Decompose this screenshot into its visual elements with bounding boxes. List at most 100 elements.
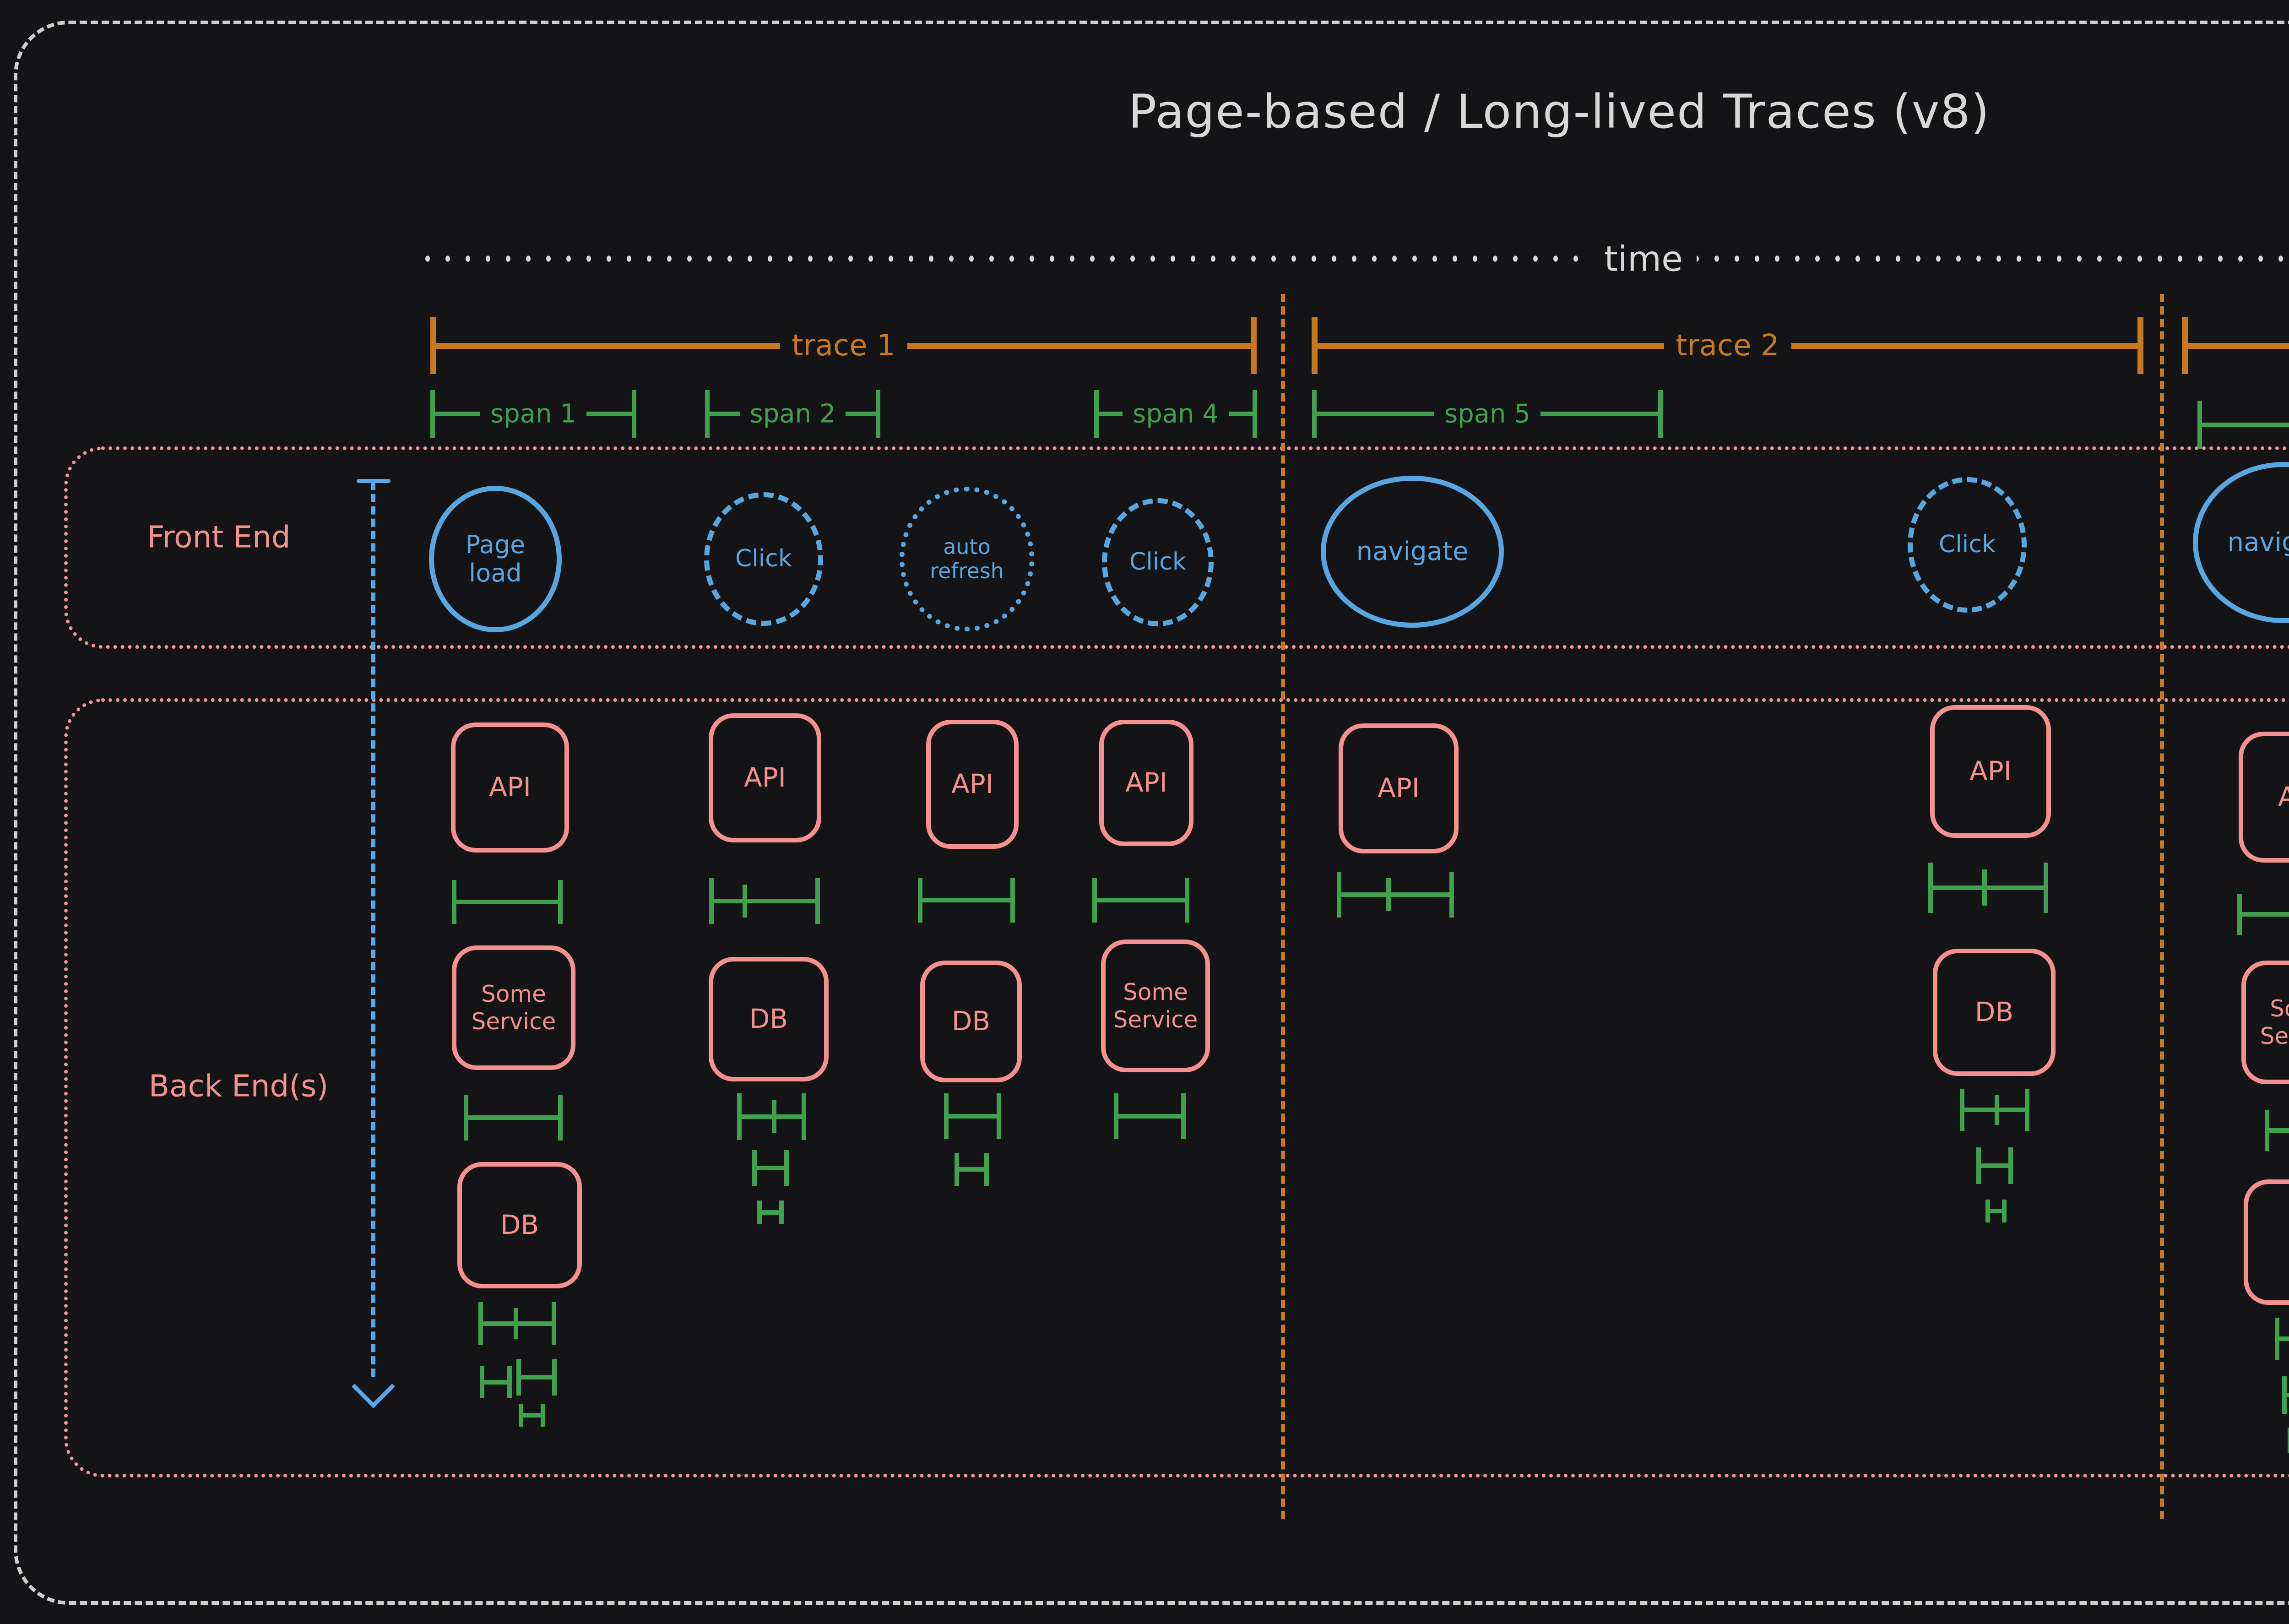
marker-start-tick [955, 1153, 959, 1186]
backend-span-marker [1114, 1093, 1186, 1139]
marker-mid-tick [743, 885, 747, 918]
backend-span-marker [452, 880, 563, 924]
marker-start-tick [464, 1095, 468, 1141]
marker-start-tick [519, 1404, 523, 1427]
backend-span-marker [1092, 878, 1189, 923]
backend-box-some-service: Some Service [452, 945, 575, 1070]
marker-start-tick [737, 1093, 742, 1140]
span-end-tick [876, 390, 880, 438]
backend-span-marker [709, 878, 820, 924]
backend-lane-label: Back End(s) [148, 1068, 329, 1104]
marker-line [1976, 1163, 2013, 1168]
marker-start-tick [1960, 1089, 1964, 1131]
marker-line [452, 900, 563, 904]
marker-start-tick [452, 880, 456, 924]
trace-start-tick [1312, 317, 1318, 374]
span-label: span 1 [480, 399, 586, 429]
frontend-lane-label: Front End [147, 519, 291, 555]
backend-box-some-service: Some Service [2241, 961, 2289, 1084]
span-start-tick [705, 390, 710, 438]
backend-span-marker [955, 1153, 989, 1186]
marker-start-tick [2237, 894, 2242, 935]
marker-end-tick [552, 1302, 556, 1345]
backend-span-marker [918, 878, 1015, 923]
backend-span-marker [2265, 1110, 2289, 1151]
frontend-lane-box [64, 446, 2289, 649]
marker-mid-tick [1982, 869, 1987, 906]
marker-start-tick [2275, 1318, 2279, 1360]
trace-divider-dashed-line [2160, 294, 2164, 1519]
backend-box-api: API [1930, 705, 2051, 838]
marker-line [2237, 912, 2289, 917]
marker-start-tick [1928, 863, 1933, 913]
span-start-tick [430, 390, 435, 438]
marker-start-tick [1337, 872, 1341, 918]
backend-span-marker [2288, 1428, 2289, 1453]
backend-box-db: DB [2244, 1179, 2289, 1305]
marker-line [516, 1375, 557, 1380]
span-bracket: span 7 [2197, 401, 2289, 449]
marker-line [918, 898, 1015, 902]
marker-end-tick [2044, 863, 2048, 913]
marker-start-tick [2282, 1376, 2287, 1414]
marker-start-tick [709, 878, 714, 924]
span-line [2197, 423, 2289, 427]
backend-span-marker [2282, 1376, 2289, 1414]
span-start-tick [1094, 390, 1099, 438]
marker-line [1092, 898, 1189, 902]
time-axis-label: time [1590, 238, 1697, 279]
marker-end-tick [1185, 878, 1189, 923]
time-axis-dotted-line [421, 253, 2289, 265]
page-title: Page-based / Long-lived Traces (v8) [1128, 85, 1991, 139]
span-label: span 5 [1434, 399, 1540, 429]
backend-span-marker [516, 1359, 557, 1396]
span-bracket: span 1 [430, 390, 636, 438]
marker-end-tick [552, 1359, 557, 1396]
span-bracket: span 4 [1094, 390, 1257, 438]
marker-end-tick [802, 1093, 806, 1140]
backend-box-api: API [1339, 723, 1459, 853]
backend-box-api: API [1099, 720, 1193, 846]
backend-box-api: API [451, 722, 569, 853]
marker-end-tick [2025, 1089, 2029, 1131]
backend-box-api: API [926, 720, 1019, 849]
trace-divider-dashed-line [1281, 294, 1285, 1519]
backend-span-marker [2237, 894, 2289, 935]
marker-line [757, 1210, 784, 1215]
backend-span-marker [737, 1093, 806, 1140]
frontend-event-auto-refresh: auto refresh [900, 487, 1034, 631]
backend-span-marker [2275, 1318, 2289, 1360]
marker-end-tick [1449, 872, 1454, 918]
backend-box-db: DB [920, 961, 1022, 1082]
marker-start-tick [516, 1359, 521, 1396]
marker-mid-tick [514, 1308, 518, 1339]
marker-line [1985, 1209, 2007, 1213]
marker-end-tick [1181, 1093, 1186, 1139]
marker-line [709, 899, 820, 903]
marker-line [1114, 1114, 1186, 1119]
backend-box-db: DB [457, 1162, 582, 1288]
marker-start-tick [1985, 1200, 1990, 1222]
backend-span-marker [944, 1093, 1001, 1139]
outer-dashed-border [14, 21, 2289, 1605]
span-label: span 4 [1123, 399, 1229, 429]
frontend-event-page-load: Page load [429, 486, 562, 632]
backend-span-marker [757, 1200, 784, 1224]
marker-end-tick [815, 878, 820, 924]
span-end-tick [632, 390, 636, 438]
backend-span-marker [1960, 1089, 2029, 1131]
marker-end-tick [2002, 1200, 2007, 1222]
trace-label: trace 1 [780, 329, 907, 363]
backend-box-db: DB [709, 957, 829, 1081]
marker-start-tick [944, 1093, 949, 1139]
marker-end-tick [784, 1150, 789, 1186]
span-label: span 2 [739, 399, 846, 429]
marker-start-tick [752, 1150, 757, 1186]
marker-line [955, 1167, 989, 1172]
trace-bracket: trace 2 [2182, 317, 2289, 374]
backend-lane-box [64, 698, 2289, 1477]
marker-mid-tick [772, 1100, 776, 1133]
marker-start-tick [1092, 878, 1097, 923]
page-lifetime-dashed-line [371, 482, 375, 1377]
